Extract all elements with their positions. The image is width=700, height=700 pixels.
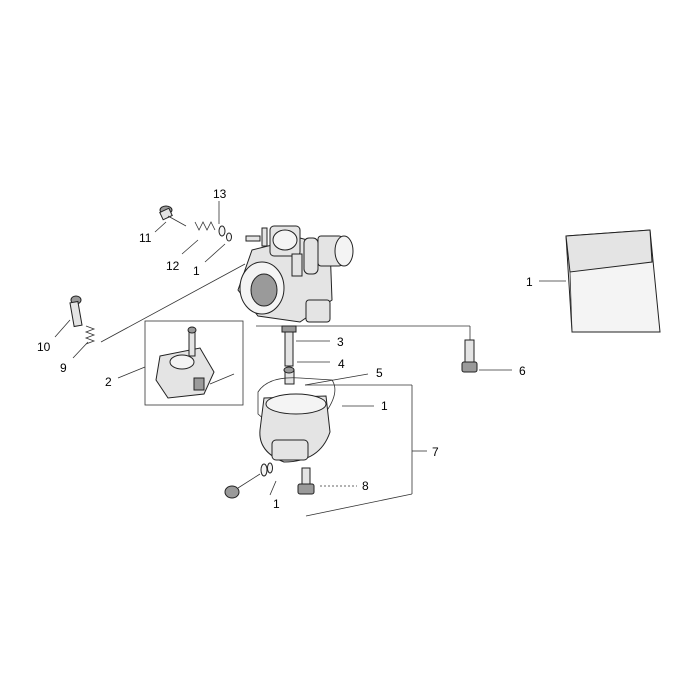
part-3-jet — [281, 325, 297, 367]
callout-1-bowl: 1 — [381, 399, 388, 413]
callout-5: 5 — [376, 366, 383, 380]
callout-3: 3 — [337, 335, 344, 349]
callout-9: 9 — [60, 361, 67, 375]
carburetor-body — [237, 225, 354, 323]
part-4-main-jet — [283, 366, 295, 385]
part-9-spring — [84, 325, 96, 345]
callout-11: 11 — [139, 231, 152, 245]
callout-6: 6 — [519, 364, 526, 378]
callout-7: 7 — [432, 445, 439, 459]
float-bowl — [259, 393, 331, 463]
part-13-o-ring — [218, 225, 226, 237]
callout-13: 13 — [213, 187, 227, 201]
callout-8: 8 — [362, 479, 369, 493]
callout-12: 12 — [166, 259, 180, 273]
part-1-washer-top — [226, 232, 232, 242]
callout-1-bottom: 1 — [273, 497, 280, 511]
callout-labels: 13 11 12 1 10 9 2 3 4 5 1 6 7 8 1 1 — [37, 187, 533, 511]
callout-2: 2 — [105, 375, 112, 389]
part-2-slide-assembly — [155, 326, 235, 399]
part-12-spring — [194, 221, 216, 231]
part-8-drain-screw — [297, 467, 315, 495]
callout-1-top: 1 — [193, 264, 200, 278]
callout-10: 10 — [37, 340, 51, 354]
part-1-kit-bag — [565, 229, 661, 333]
callout-4: 4 — [338, 357, 345, 371]
part-2-group-box — [144, 320, 244, 406]
part-11-screw — [159, 205, 187, 227]
part-10-screw — [69, 295, 83, 328]
leader-lines — [54, 201, 566, 517]
part-6-bolt — [461, 339, 478, 373]
callout-1-kit: 1 — [526, 275, 533, 289]
part-1-adjustment-screw — [224, 462, 273, 499]
